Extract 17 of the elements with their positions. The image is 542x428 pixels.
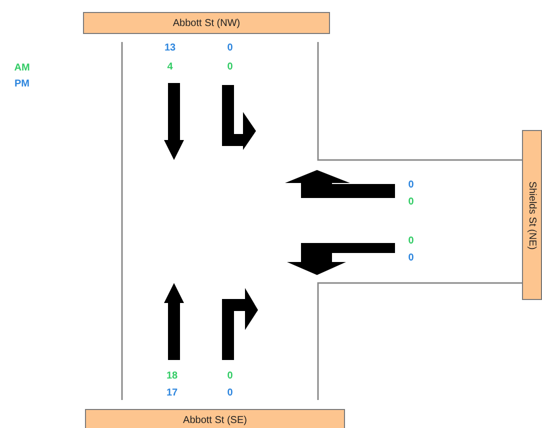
count-value: 17 <box>166 388 178 398</box>
count-value: 13 <box>164 42 176 54</box>
street-name-box: Shields St (NE) <box>522 130 542 300</box>
count-value: 0 <box>227 42 233 54</box>
street-name-box: Abbott St (NW) <box>83 12 330 34</box>
count-value: 0 <box>227 370 233 382</box>
count-value: 18 <box>166 370 178 382</box>
count-value: 0 <box>408 236 414 246</box>
street-name-box: Abbott St (SE) <box>85 409 345 428</box>
count-value: 0 <box>408 180 414 190</box>
count-value: 4 <box>167 62 173 72</box>
legend-label: PM <box>14 78 30 90</box>
legend-label: AM <box>14 62 30 74</box>
count-value: 0 <box>227 388 233 398</box>
count-value: 0 <box>227 62 233 72</box>
count-value: 0 <box>408 252 414 264</box>
count-value: 0 <box>408 196 414 208</box>
